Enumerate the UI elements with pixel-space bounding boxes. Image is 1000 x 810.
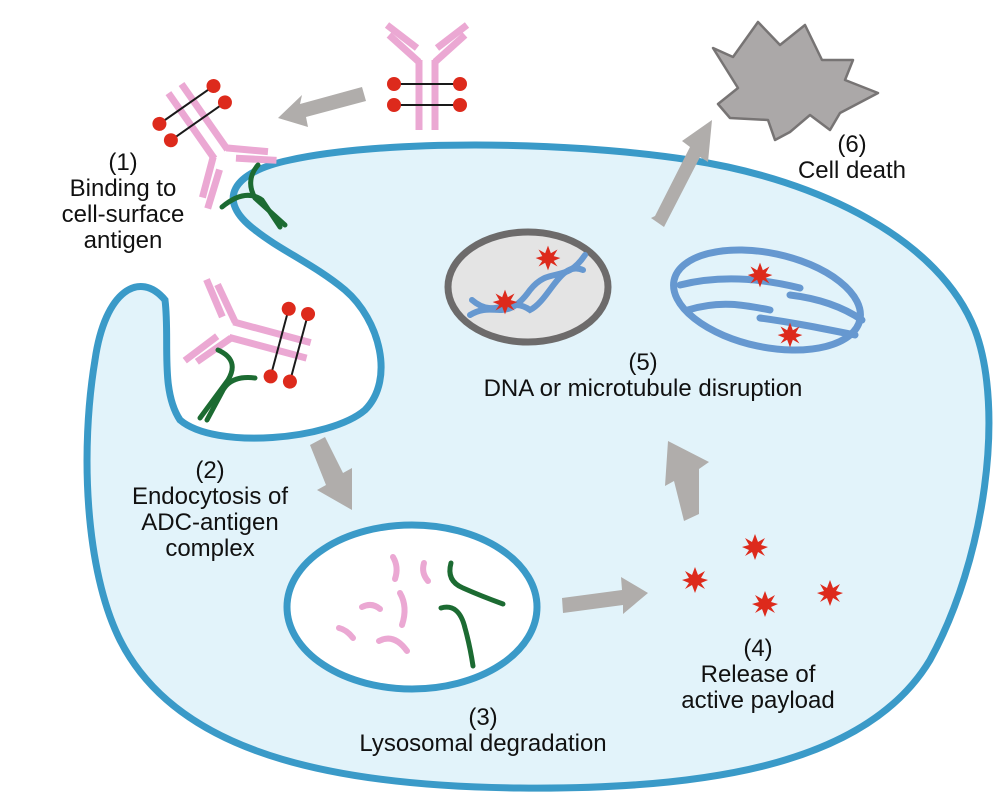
step-2-label: (2) Endocytosis of ADC-antigen complex xyxy=(132,458,288,562)
internalized-adc-icon xyxy=(182,278,316,389)
arrow-approach xyxy=(278,87,366,127)
step-4-line: Release of xyxy=(700,661,816,688)
step-1-number: (1) xyxy=(108,149,138,176)
nucleus-dna-icon xyxy=(444,228,612,346)
arrow-to-cell-death xyxy=(651,120,712,227)
step-2-line: complex xyxy=(165,535,255,562)
microtubule-spindle-icon xyxy=(670,246,866,354)
step-4-line: active payload xyxy=(681,687,835,714)
arrow-endocytosis xyxy=(310,437,352,510)
step-3-label: (3) Lysosomal degradation xyxy=(359,705,606,757)
step-6-label: (6) Cell death xyxy=(798,132,906,184)
arrow-payload-to-target xyxy=(665,441,709,521)
internalized-antigen-icon xyxy=(197,347,258,423)
step-5-label: (5) DNA or microtubule disruption xyxy=(484,350,803,402)
step-1-line: cell-surface xyxy=(61,201,185,228)
step-6-line: Cell death xyxy=(797,157,907,184)
step-5-line: DNA or microtubule disruption xyxy=(483,375,803,402)
step-3-number: (3) xyxy=(468,704,498,731)
antibody-drug-conjugate-icon xyxy=(384,22,470,130)
step-3-line: Lysosomal degradation xyxy=(359,730,607,757)
degraded-antibody-fragments xyxy=(336,554,431,654)
step-2-line: ADC-antigen xyxy=(141,509,279,536)
degraded-antigen-fragments xyxy=(438,560,506,669)
step-6-number: (6) xyxy=(837,131,867,158)
dead-cell-icon xyxy=(711,20,880,142)
step-1-line: Binding to xyxy=(69,175,177,202)
arrow-lysosome-release xyxy=(562,577,648,614)
step-2-line: Endocytosis of xyxy=(131,483,289,510)
step-4-number: (4) xyxy=(743,635,773,662)
step-4-label: (4) Release of active payload xyxy=(681,636,834,714)
step-1-line: antigen xyxy=(83,227,163,254)
step-5-number: (5) xyxy=(628,349,658,376)
process-arrows xyxy=(278,87,712,614)
step-2-number: (2) xyxy=(195,457,225,484)
bound-adc-icon xyxy=(152,79,277,210)
lysosome-icon xyxy=(283,521,541,693)
antigen-receptor-icon xyxy=(219,162,288,230)
step-1-label: (1) Binding to cell-surface antigen xyxy=(62,150,185,254)
